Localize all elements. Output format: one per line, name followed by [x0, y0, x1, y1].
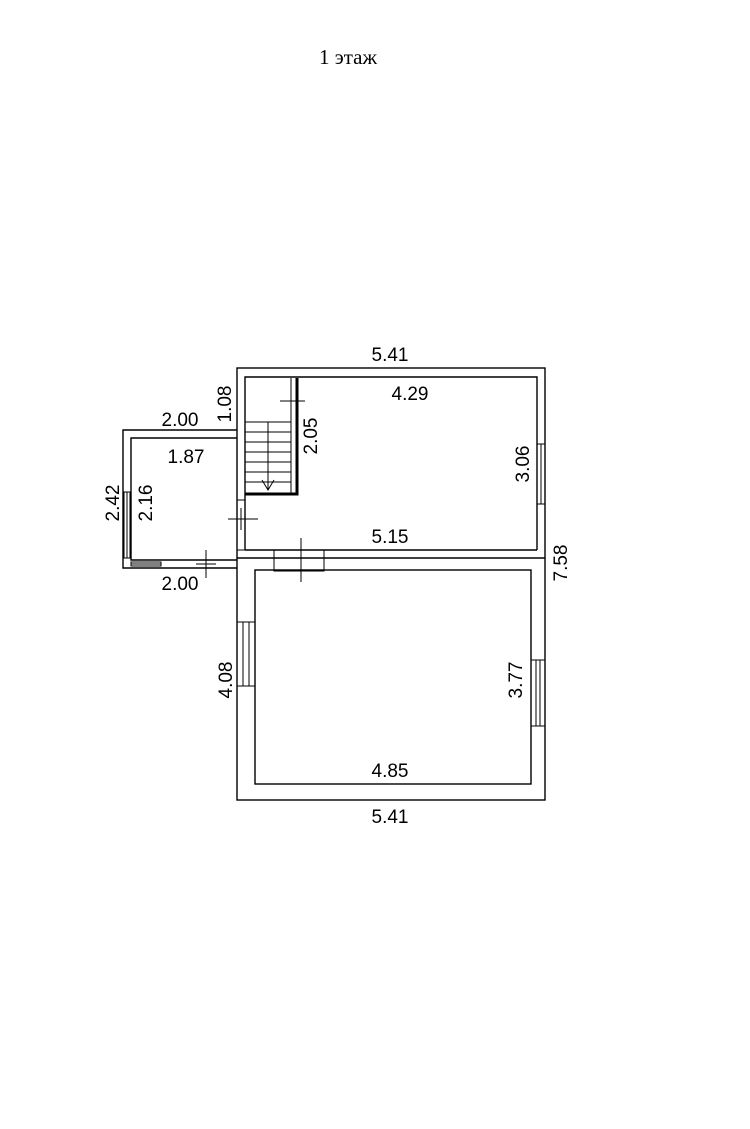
- windows: [236, 443, 546, 727]
- lower-room-inner-wall: [254, 569, 532, 785]
- main-walls: [236, 367, 546, 801]
- dim-total-height: 7.58: [551, 545, 572, 582]
- dim-porch-inner-height: 2.16: [136, 485, 157, 522]
- dim-partition-width: 5.15: [372, 527, 409, 548]
- dim-bottom-outer-width: 5.41: [372, 807, 409, 828]
- dim-lower-inner-width: 4.85: [372, 761, 409, 782]
- porch-room-door: [228, 499, 258, 551]
- dim-small-vertical: 1.08: [215, 386, 236, 423]
- dim-porch-bottom-width: 2.00: [162, 574, 199, 595]
- stair-arrow-icon: [261, 479, 275, 491]
- dimension-labels: 5.41 4.29 2.00 1.87 2.00 5.15 4.85 5.41 …: [103, 345, 572, 828]
- dim-stair-height: 2.05: [301, 418, 322, 455]
- plan-title: 1 этаж: [319, 45, 378, 69]
- dim-upper-right-height: 3.06: [513, 446, 534, 483]
- lower-left-window: [236, 621, 256, 687]
- dim-lower-left-height: 4.08: [216, 662, 237, 699]
- dim-porch-inner-width: 1.87: [168, 447, 205, 468]
- dim-top-outer-width: 5.41: [372, 345, 409, 366]
- partition-door: [273, 538, 325, 582]
- dim-porch-outer-width: 2.00: [162, 410, 199, 431]
- outer-wall: [236, 367, 546, 801]
- porch-outer-wall: [122, 429, 237, 569]
- porch-walls: [122, 429, 237, 578]
- lower-right-window: [530, 659, 546, 727]
- porch-inner-wall: [130, 437, 237, 561]
- dim-top-inner-width: 4.29: [392, 384, 429, 405]
- dim-porch-outer-height: 2.42: [103, 485, 124, 522]
- staircase: [245, 378, 305, 496]
- dim-lower-right-height: 3.77: [506, 662, 527, 699]
